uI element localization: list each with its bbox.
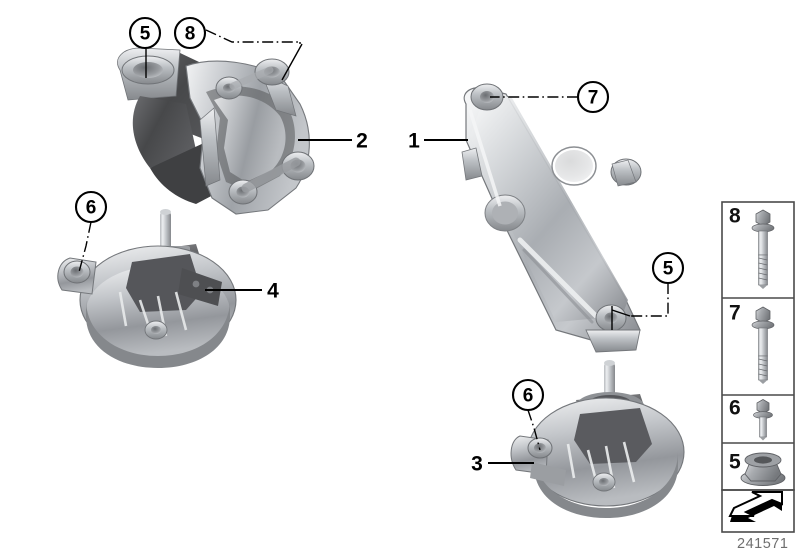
- callout-6-6[interactable]: 6: [74, 190, 108, 224]
- callout-circle: [128, 16, 162, 50]
- callout-label: 7: [588, 88, 599, 109]
- callout-4-7[interactable]: 4: [267, 280, 279, 303]
- callout-circle: [651, 251, 685, 285]
- callout-6-8[interactable]: 6: [511, 378, 545, 412]
- callout-label: 5: [140, 24, 151, 45]
- legend-icon-bolt-medium: [751, 306, 775, 384]
- legend-icon-bolt-short: [753, 399, 773, 441]
- part-engine-mount-left: [57, 209, 237, 368]
- legend-number-8: 8: [729, 205, 741, 228]
- callout-label: 3: [471, 453, 483, 476]
- direction-arrow-icon: [728, 491, 783, 522]
- legend-number-5: 5: [729, 451, 741, 474]
- callout-label: 2: [356, 130, 368, 153]
- callout-2-2[interactable]: 2: [356, 130, 368, 153]
- diagram-id-number: 241571: [737, 536, 789, 552]
- callout-8-1[interactable]: 8: [173, 16, 207, 50]
- callout-circle: [74, 190, 108, 224]
- callout-label: 5: [663, 259, 674, 280]
- legend-icon-flange-nut: [740, 452, 786, 486]
- callout-label: 1: [408, 130, 420, 153]
- part-bracket-left: [117, 47, 315, 215]
- callout-1-4[interactable]: 1: [408, 130, 420, 153]
- legend-icon-bolt-long: [751, 209, 775, 289]
- callout-5-0[interactable]: 5: [128, 16, 162, 50]
- callout-5-5[interactable]: 5: [651, 251, 685, 285]
- callout-label: 4: [267, 280, 279, 303]
- callout-label: 8: [185, 24, 196, 45]
- part-bracket-right: [461, 83, 642, 353]
- callout-7-3[interactable]: 7: [576, 80, 610, 114]
- legend-number-6: 6: [729, 397, 741, 420]
- callout-3-9[interactable]: 3: [471, 453, 483, 476]
- callout-circle: [173, 16, 207, 50]
- callout-label: 6: [86, 198, 97, 219]
- callout-circle: [576, 80, 610, 114]
- legend-number-7: 7: [729, 302, 741, 325]
- callout-label: 6: [523, 386, 534, 407]
- part-engine-mount-right: [510, 360, 685, 518]
- callout-circle: [511, 378, 545, 412]
